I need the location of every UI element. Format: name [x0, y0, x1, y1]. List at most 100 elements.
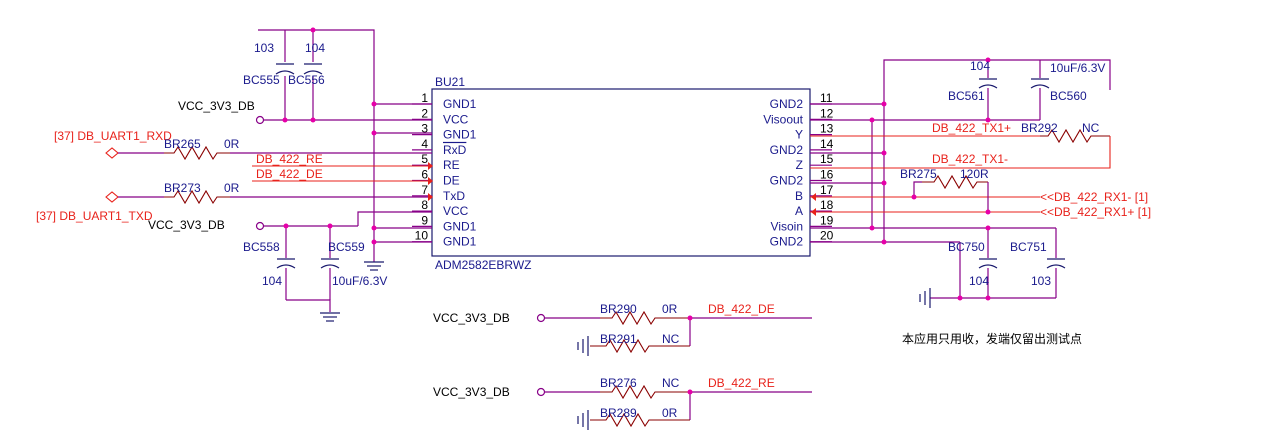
ic-pin-name: TxD	[443, 189, 465, 203]
cap-bc561-ref: BC561	[948, 89, 985, 103]
ic-body[interactable]	[431, 88, 811, 257]
resistor-br273-value: 0R	[224, 181, 240, 195]
ic-pin-3[interactable]: 3 GND1	[412, 122, 477, 142]
ic-pin-number: 19	[820, 213, 834, 227]
uart-txd-port[interactable]	[105, 191, 119, 203]
ic-pin-number: 3	[421, 122, 428, 136]
ic-pin-name: GND2	[770, 174, 804, 188]
ic-pin-13[interactable]: 13Y	[795, 122, 834, 142]
ic-pin-10[interactable]: 10 GND1	[412, 229, 477, 249]
ic-pin-9[interactable]: 9 GND1	[412, 213, 477, 233]
ic-pin-number: 15	[820, 152, 834, 166]
cap-bc750[interactable]	[978, 258, 998, 269]
resistor-br289-value: 0R	[662, 406, 678, 420]
ground-symbol-re	[577, 410, 589, 430]
ic-pin-number: 5	[421, 152, 428, 166]
resistor-br289-ref: BR289	[600, 406, 637, 420]
vcc-port-mid[interactable]	[255, 221, 265, 231]
vcc-port-de[interactable]	[536, 313, 546, 323]
ic-adm2582[interactable]: BU21 ADM2582EBRWZ	[431, 75, 811, 272]
resistor-br291-value: NC	[662, 332, 680, 346]
ic-pin-number: 6	[421, 168, 428, 182]
resistor-br290-value: 0R	[662, 302, 678, 316]
cap-bc555[interactable]	[275, 63, 295, 75]
resistor-br273[interactable]	[164, 189, 230, 205]
rx-plus-port-label[interactable]: <<DB_422_RX1+ [1]	[1040, 205, 1151, 219]
ic-pin-name: GND2	[770, 143, 804, 157]
ic-pin-14[interactable]: 14 GND2	[770, 137, 834, 157]
cap-bc558[interactable]	[276, 258, 296, 269]
cap-bc750-value: 104	[969, 274, 989, 288]
re-selector	[536, 384, 812, 430]
cap-bc556[interactable]	[303, 63, 323, 75]
vcc-net-label-mid: VCC_3V3_DB	[148, 218, 225, 232]
re-net-label: DB_422_RE	[256, 152, 323, 166]
ground-symbol-left-top	[364, 258, 384, 271]
resistor-br290[interactable]	[600, 310, 690, 326]
cap-bc560[interactable]	[1030, 78, 1050, 89]
cap-bc561-value: 104	[970, 59, 990, 73]
tx-plus-net-label: DB_422_TX1+	[932, 121, 1011, 135]
ground-symbol-de	[577, 336, 589, 356]
ic-pin-number: 7	[421, 183, 428, 197]
ic-pin-15[interactable]: 15Z	[796, 152, 834, 172]
rx-minus-port-label[interactable]: <<DB_422_RX1- [1]	[1040, 190, 1148, 204]
resistor-br290-ref: BR290	[600, 302, 637, 316]
ic-pin-number: 4	[421, 137, 428, 151]
ic-pin-number: 20	[820, 229, 834, 243]
uart-txd-net-label: [37] DB_UART1_TXD	[36, 209, 153, 223]
ic-pin-name: GND2	[770, 97, 804, 111]
resistor-br265-value: 0R	[224, 137, 240, 151]
resistor-br276[interactable]	[600, 384, 690, 400]
design-note: 本应用只用收，发端仅留出测试点	[902, 331, 1082, 346]
ic-pin-number: 14	[820, 137, 834, 151]
resistor-br292-ref: BR292	[1021, 121, 1058, 135]
ic-refdes: BU21	[435, 75, 465, 89]
uart-rxd-port[interactable]	[105, 147, 119, 159]
uart-tx-path	[105, 189, 432, 205]
cap-bc561[interactable]	[978, 78, 998, 89]
resistor-br276-value: NC	[662, 376, 680, 390]
resistor-br289[interactable]	[590, 412, 690, 428]
ic-pin-number: 10	[415, 229, 429, 243]
cap-bc560-value: 10uF/6.3V	[1050, 61, 1105, 75]
ic-pin-number: 9	[421, 213, 428, 227]
resistor-br291-ref: BR291	[600, 332, 637, 346]
ic-pin-name: GND1	[443, 219, 477, 233]
resistor-br292[interactable]	[1040, 128, 1110, 144]
ic-part-number: ADM2582EBRWZ	[435, 258, 531, 272]
vcc-port-top[interactable]	[255, 115, 265, 125]
resistor-br292-value: NC	[1082, 121, 1100, 135]
cap-bc558-ref: BC558	[243, 240, 280, 254]
left-supply-network	[255, 27, 432, 322]
resistor-br275[interactable]	[922, 174, 988, 190]
resistor-br273-ref: BR273	[164, 181, 201, 195]
resistor-br276-ref: BR276	[600, 376, 637, 390]
vcc-net-label-de: VCC_3V3_DB	[433, 311, 510, 325]
cap-bc559-ref: BC559	[328, 240, 365, 254]
resistor-br265-ref: BR265	[164, 137, 201, 151]
ic-pin-name: GND1	[443, 128, 477, 142]
ic-pin-number: 17	[820, 183, 834, 197]
ic-pin-name: GND1	[443, 235, 477, 249]
ic-pin-name: Visoout	[763, 112, 803, 126]
uart-rx-path	[105, 145, 432, 161]
tx-minus-net-label: DB_422_TX1-	[932, 152, 1008, 166]
vcc-net-label-re: VCC_3V3_DB	[433, 385, 510, 399]
cap-bc556-ref: BC556	[288, 73, 325, 87]
resistor-br265[interactable]	[164, 145, 230, 161]
vcc-port-re[interactable]	[536, 387, 546, 397]
resistor-br291[interactable]	[590, 338, 690, 354]
cap-bc751[interactable]	[1046, 258, 1066, 269]
ic-right-pins: 11GND212Visoout13Y14GND215Z16GND217B18A1…	[763, 91, 833, 249]
cap-bc559[interactable]	[320, 258, 340, 269]
